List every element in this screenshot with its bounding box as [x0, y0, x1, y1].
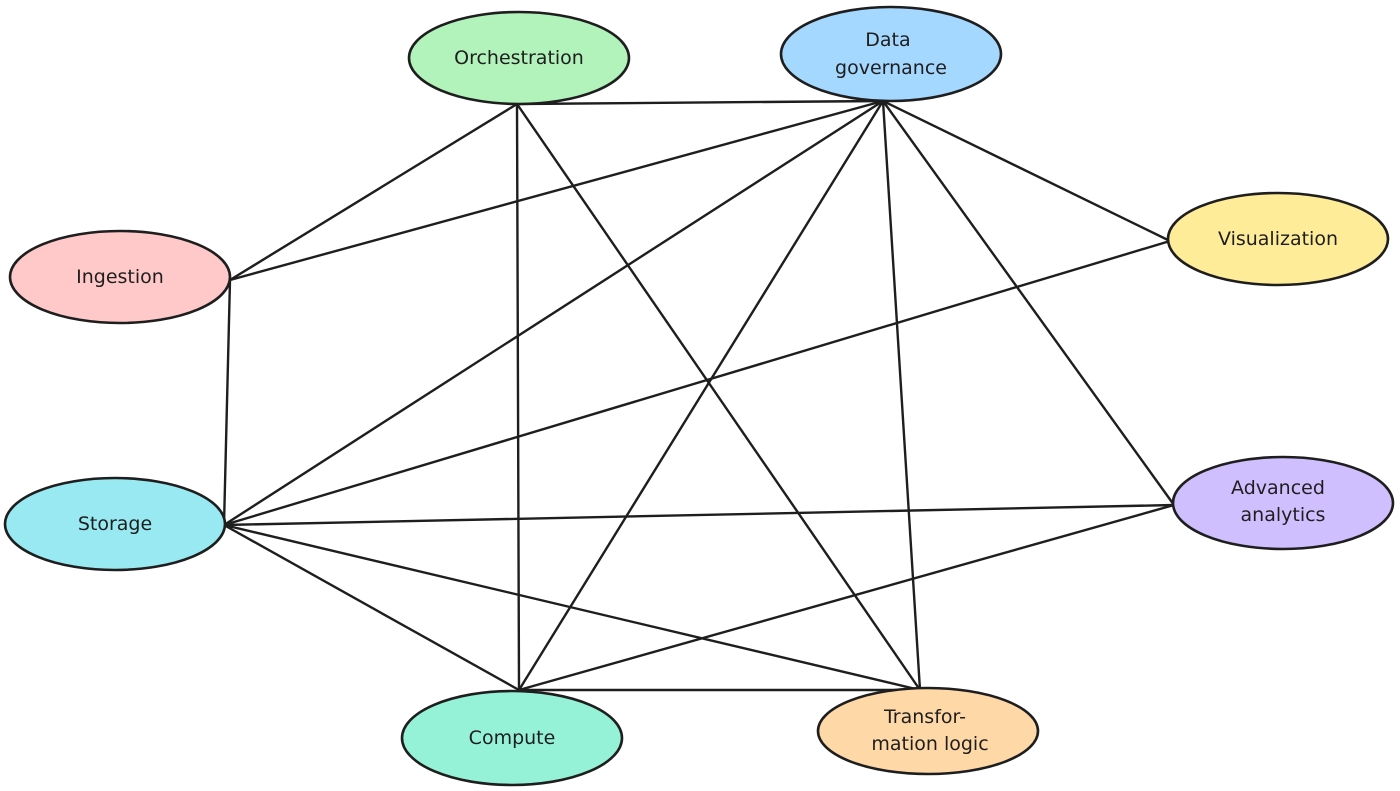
edge-governance-storage [222, 99, 885, 527]
node-data-governance-line-2: governance [835, 57, 947, 79]
edge-orchestration-governance [515, 99, 885, 106]
node-orchestration-label: Orchestration [454, 47, 584, 69]
node-advanced-analytics-line-2: analytics [1241, 504, 1326, 526]
node-storage-shape [3, 476, 227, 572]
node-ingestion-line-1: Ingestion [76, 266, 164, 288]
node-data-governance[interactable]: Data governance [779, 5, 1003, 103]
node-transformation-logic-shape [816, 686, 1040, 776]
edge-orchestration-ingestion [228, 102, 519, 282]
node-compute-line-1: Compute [469, 727, 556, 749]
edge-storage-analytics [222, 503, 1176, 527]
node-data-governance-shape [779, 5, 1003, 103]
edge-storage-transformation [222, 523, 922, 692]
node-transformation-logic-line-2: mation logic [871, 733, 988, 755]
node-orchestration[interactable]: Orchestration [407, 10, 631, 106]
node-compute-label: Compute [469, 727, 556, 749]
node-ingestion[interactable]: Ingestion [8, 229, 232, 325]
node-ingestion-label: Ingestion [76, 266, 164, 288]
node-visualization-shape [1166, 191, 1390, 287]
edge-orchestration-compute [515, 102, 521, 692]
node-visualization-label: Visualization [1218, 228, 1338, 250]
edge-storage-compute [222, 523, 521, 692]
edge-orchestration-transformation [515, 102, 922, 692]
node-data-governance-label: Data governance [835, 29, 947, 79]
edge-ingestion-storage [222, 278, 232, 527]
node-storage-label: Storage [78, 513, 152, 535]
node-advanced-analytics-line-1: Advanced [1231, 477, 1325, 499]
node-advanced-analytics-shape [1171, 455, 1395, 551]
node-storage-line-1: Storage [78, 513, 152, 535]
edge-governance-compute [517, 99, 885, 692]
node-visualization-line-1: Visualization [1218, 228, 1338, 250]
edge-governance-visualization [881, 99, 1172, 243]
node-advanced-analytics-label: Advanced analytics [1231, 477, 1331, 526]
edges-layer [222, 99, 1176, 692]
edge-storage-visualization [222, 239, 1172, 527]
node-storage[interactable]: Storage [3, 476, 227, 572]
node-transformation-logic-label: Transfor- mation logic [871, 706, 988, 755]
node-compute-shape [400, 689, 624, 787]
node-visualization[interactable]: Visualization [1166, 191, 1390, 287]
edge-governance-transformation [881, 99, 922, 692]
node-orchestration-shape [407, 10, 631, 106]
node-advanced-analytics[interactable]: Advanced analytics [1171, 455, 1395, 551]
node-transformation-logic[interactable]: Transfor- mation logic [816, 686, 1040, 776]
edge-compute-analytics [517, 503, 1176, 692]
node-compute[interactable]: Compute [400, 689, 624, 787]
node-data-governance-line-1: Data [865, 29, 910, 51]
node-ingestion-shape [8, 229, 232, 325]
edge-governance-ingestion [228, 99, 885, 282]
node-transformation-logic-line-1: Transfor- [883, 706, 966, 728]
node-orchestration-line-1: Orchestration [454, 47, 584, 69]
edge-governance-analytics [881, 99, 1176, 507]
